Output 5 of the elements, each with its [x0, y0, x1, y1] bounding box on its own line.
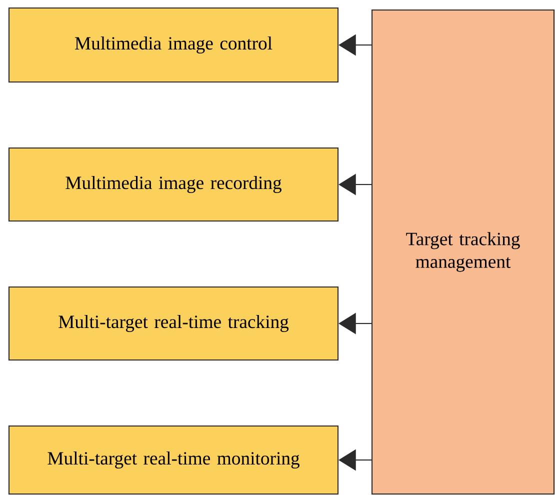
management-panel: Target tracking management — [371, 9, 555, 495]
process-box: Multi-target real-time monitoring — [8, 425, 339, 495]
process-box: Multi-target real-time tracking — [8, 286, 339, 361]
process-box: Multimedia image control — [8, 7, 339, 83]
process-box: Multimedia image recording — [8, 147, 339, 222]
